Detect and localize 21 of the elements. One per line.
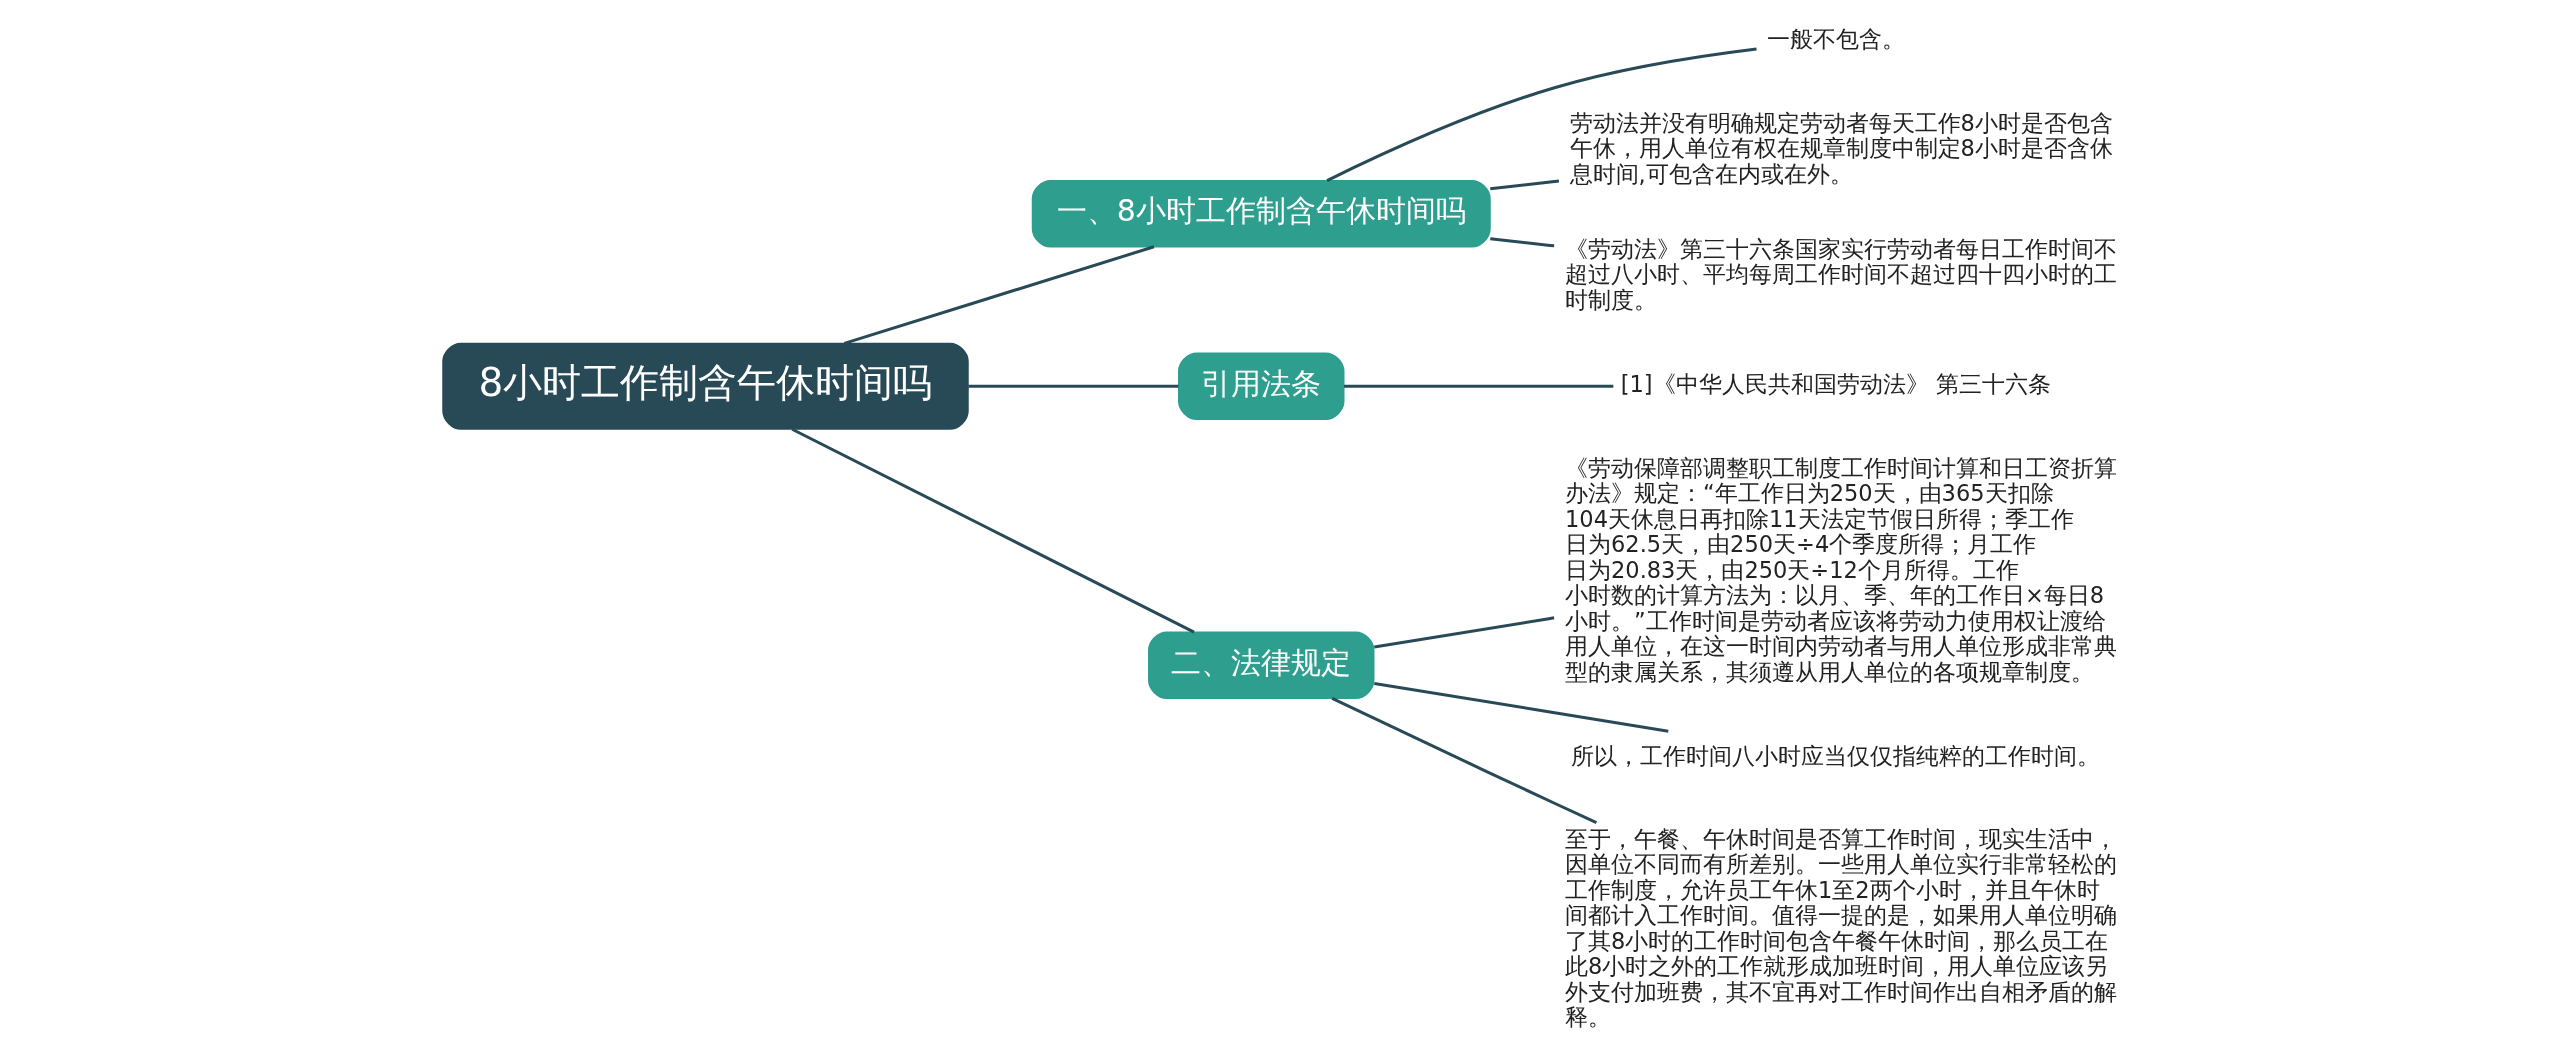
connector xyxy=(1490,179,1560,191)
connector xyxy=(1344,384,1614,388)
node-text: 劳动法并没有明确规定劳动者每天工作8小时是否包含午休，用人单位有权在规章制度中制定8小时是否含休息时间,可包含在内或在外。 xyxy=(1569,109,2113,187)
node-text: 至于，午餐、午休时间是否算工作时间，现实生活中，因单位不同而有所差别。一些用人单位实行非常轻松的工作制度，允许员工午休1至2两个小时，并且午休时间都计入工作时间。值得一提的是，如果用人单位明确了其8小时的工作时间包含午餐午休时间，那么员工在此8小时之外的工作就形成加班时间，用人单位应该另外支付加班费，其不宜再对工作时间作出自相矛盾的解释。 xyxy=(1565,825,2117,1031)
connector xyxy=(1374,616,1555,649)
connector xyxy=(791,427,1195,634)
connector xyxy=(968,384,1179,388)
connector xyxy=(1374,681,1669,733)
node-text: 一般不包含。 xyxy=(1766,25,1905,52)
connector xyxy=(843,245,1155,345)
connector xyxy=(1326,47,1757,182)
node-box: 引用法条 xyxy=(1178,352,1345,420)
node-box: 二、法律规定 xyxy=(1148,631,1375,699)
node-text: 所以，工作时间八小时应当仅仅指纯粹的工作时间。 xyxy=(1571,742,2101,769)
node-text: [1]《中华人民共和国劳动法》 第三十六条 xyxy=(1620,370,2051,397)
connector xyxy=(1331,697,1598,824)
node-box: 一、8小时工作制含午休时间吗 xyxy=(1031,180,1491,248)
connector xyxy=(1490,237,1555,248)
node-text: 《劳动保障部调整职工制度工作时间计算和日工资折算办法》规定：“年工作日为250天，由365天扣除104天休息日再扣除11天法定节假日所得；季工作日为62.5天，由250天÷4个季度所得；月工作日为20.83天，由250天÷12个月所得。工作小时数的计算方法为：以月、季、年的工作日×每日8小时。”工作时间是劳动者应该将劳动力使用权让渡给用人单位，在这一时间内劳动者与用人单位形成非常典型的隶属关系，其须遵从用人单位的各项规章制度。 xyxy=(1565,454,2117,685)
node-text: 《劳动法》第三十六条国家实行劳动者每日工作时间不超过八小时、平均每周工作时间不超过四十四小时的工时制度。 xyxy=(1565,235,2117,313)
node-box: 8小时工作制含午休时间吗 xyxy=(442,342,969,430)
